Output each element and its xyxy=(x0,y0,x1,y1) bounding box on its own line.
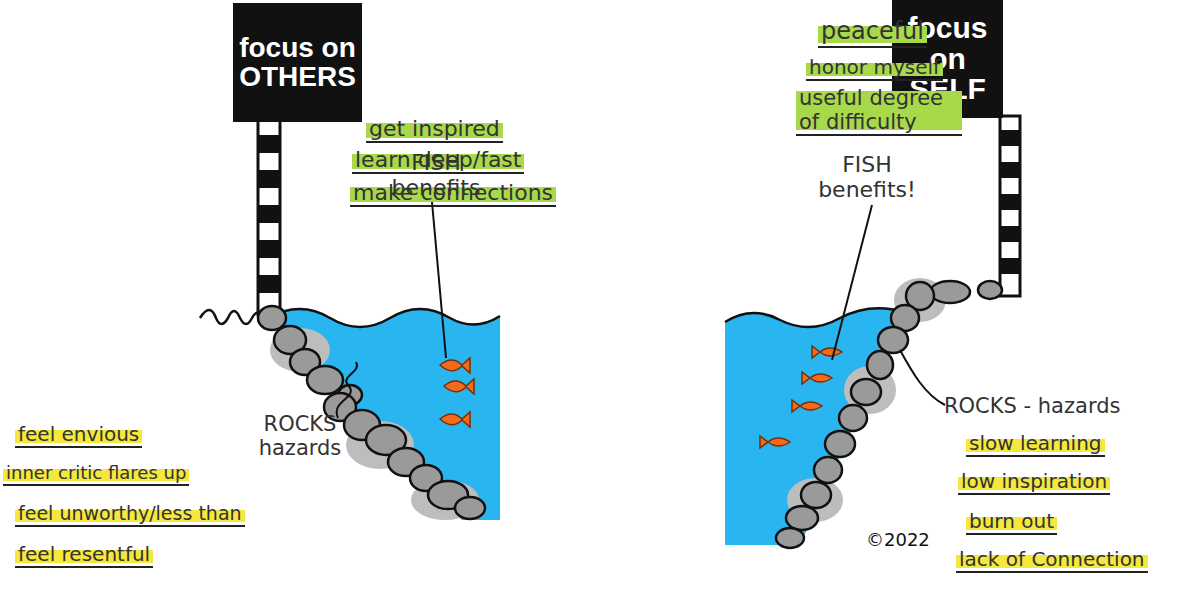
highlighted-note: low inspiration xyxy=(958,470,1110,495)
rock xyxy=(878,327,908,353)
fish xyxy=(440,412,470,427)
fish xyxy=(440,358,470,373)
highlighted-note: burn out xyxy=(966,510,1057,535)
wave-line xyxy=(268,309,500,327)
rock xyxy=(307,366,343,394)
fish xyxy=(760,436,790,448)
highlighted-note: useful degree of difficulty xyxy=(796,86,962,136)
highlighted-note: peaceful xyxy=(818,18,927,48)
fish xyxy=(812,346,842,358)
pole-stripe xyxy=(1000,226,1020,242)
rock xyxy=(825,431,855,457)
sign-pole xyxy=(258,120,280,315)
leader-line xyxy=(337,362,357,418)
pole-stripe xyxy=(1000,162,1020,178)
pole-stripe xyxy=(258,135,280,153)
rock xyxy=(839,405,867,431)
fish xyxy=(792,400,822,412)
pole-stripe xyxy=(1000,130,1020,146)
fish-group xyxy=(440,358,474,427)
pole-stripe xyxy=(258,240,280,258)
rock xyxy=(786,506,818,530)
sign-board: focus on OTHERS xyxy=(233,3,362,122)
rock xyxy=(801,482,831,508)
callout-label: ROCKS hazards xyxy=(250,412,350,460)
highlighted-note: lack of Connection xyxy=(956,548,1148,573)
rock xyxy=(851,379,881,405)
rock xyxy=(978,281,1002,299)
callout-label: FISH benefits! xyxy=(812,152,922,203)
pole-stripe xyxy=(258,205,280,223)
rock xyxy=(930,281,970,303)
rock xyxy=(814,457,842,483)
rock xyxy=(867,351,893,379)
highlighted-note: feel unworthy/less than xyxy=(15,503,245,527)
rock xyxy=(455,497,485,519)
highlighted-note: get inspired xyxy=(366,116,503,143)
callout-label: ©2022 xyxy=(866,530,930,551)
leader-line xyxy=(432,202,446,358)
callout-label: FISH benefits xyxy=(386,150,486,201)
sign-pole xyxy=(1000,116,1020,296)
fish-group xyxy=(760,346,842,448)
rock xyxy=(776,528,804,548)
pole-stripe xyxy=(1000,258,1020,274)
pole-stripe xyxy=(1000,194,1020,210)
fish xyxy=(802,372,832,384)
fish xyxy=(444,379,474,394)
highlighted-note: feel envious xyxy=(15,423,142,448)
leader-line xyxy=(900,350,945,405)
pole-stripe xyxy=(258,170,280,188)
sign-text: focus on OTHERS xyxy=(237,34,358,91)
highlighted-note: slow learning xyxy=(966,432,1105,457)
rock xyxy=(258,306,286,330)
highlighted-note: feel resentful xyxy=(15,543,153,568)
highlighted-note: honor myself xyxy=(806,56,943,81)
highlighted-note: inner critic flares up xyxy=(3,463,189,486)
leader-line xyxy=(832,205,872,360)
pole-stripe xyxy=(258,275,280,293)
wave-line xyxy=(725,308,905,327)
callout-label: ROCKS - hazards xyxy=(944,394,1120,418)
